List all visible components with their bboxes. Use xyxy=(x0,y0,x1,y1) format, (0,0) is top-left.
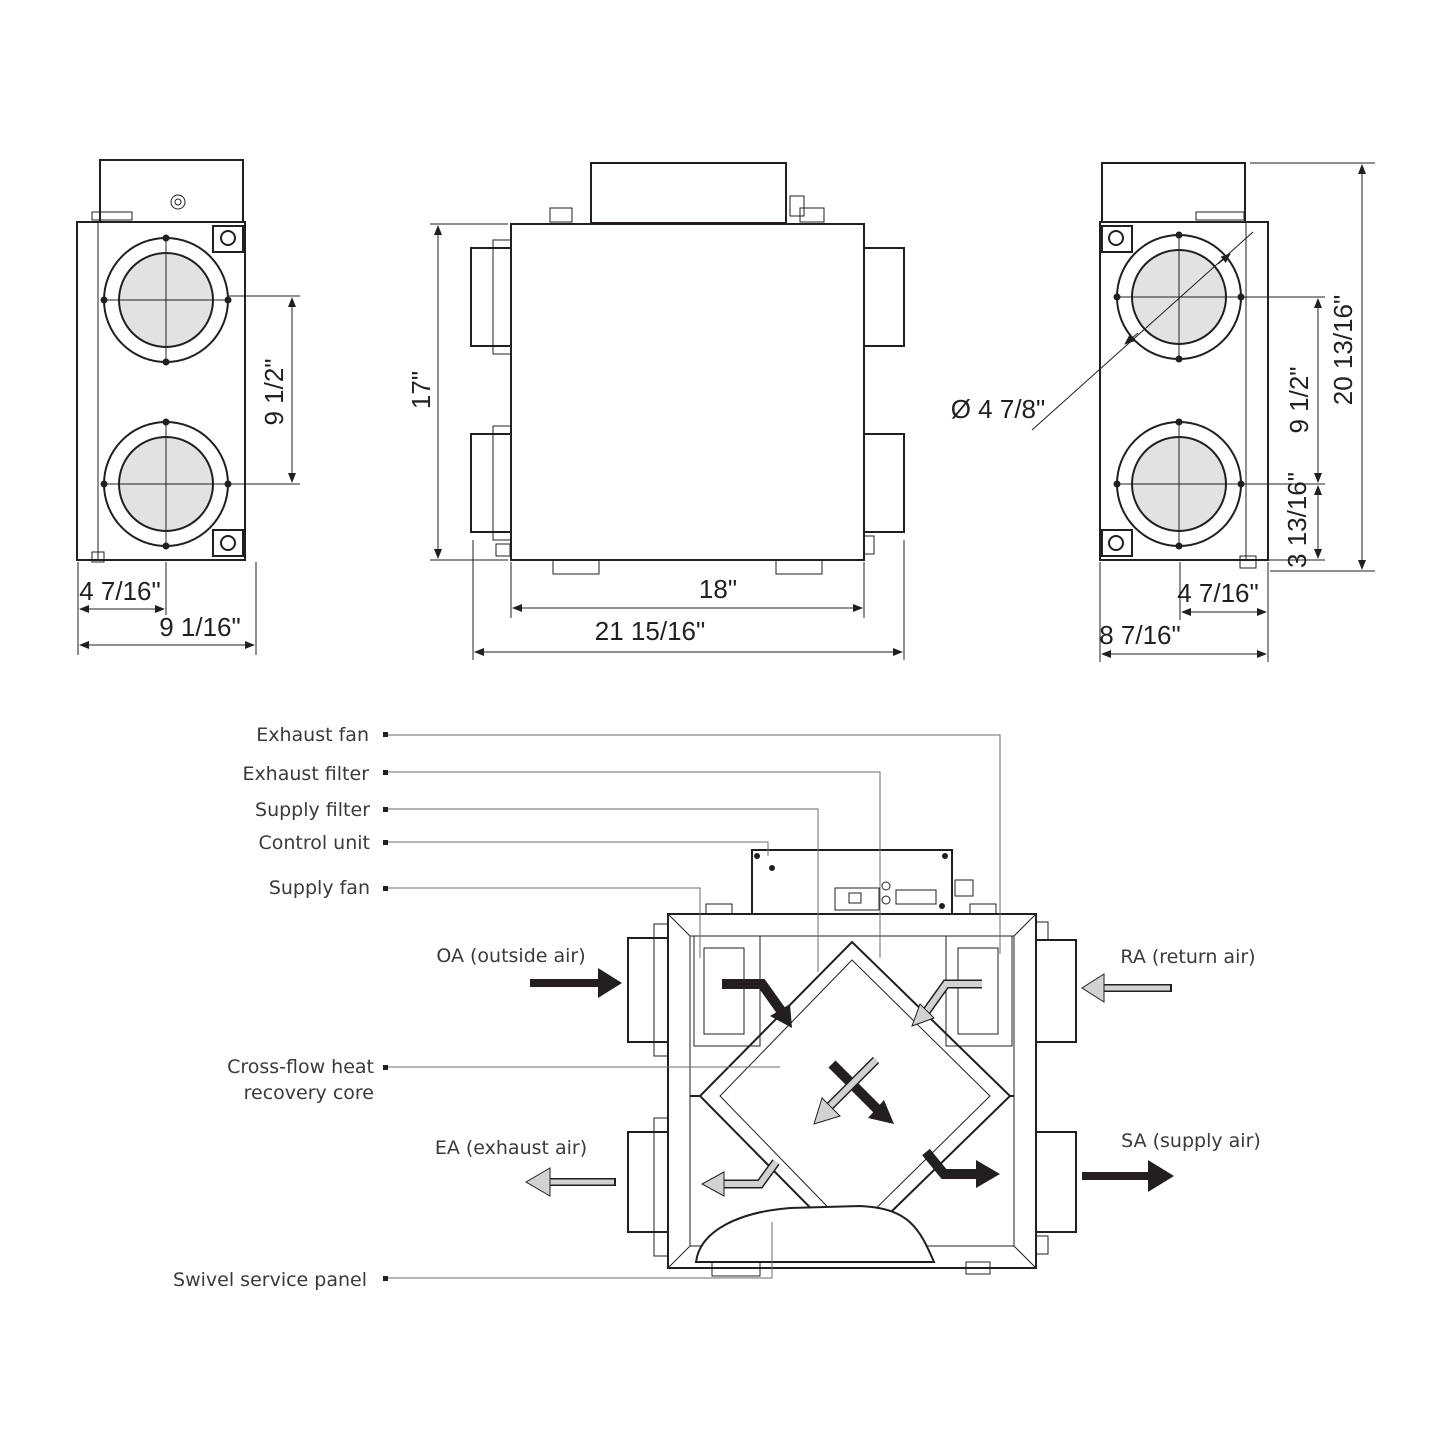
front-height-dimension: 17" xyxy=(406,371,436,409)
front-body-width-dimension: 18" xyxy=(699,574,737,604)
right-port-spacing-dimension: 9 1/2" xyxy=(1284,366,1314,433)
supply-fan-label: Supply fan xyxy=(269,877,370,899)
callout-leaders xyxy=(383,732,1001,1281)
service-panel-label: Swivel service panel xyxy=(173,1269,367,1291)
outside-air-label: OA (outside air) xyxy=(436,945,585,967)
supply-air-label: SA (supply air) xyxy=(1121,1130,1261,1152)
supply-filter-label: Supply filter xyxy=(255,799,370,821)
return-air-label: RA (return air) xyxy=(1120,946,1255,968)
right-total-width-dimension: 8 7/16" xyxy=(1099,620,1181,650)
right-total-height-dimension: 20 13/16" xyxy=(1328,295,1358,405)
right-port-offset-dimension: 4 7/16" xyxy=(1177,578,1259,608)
front-view xyxy=(430,162,905,660)
cutaway-unit xyxy=(525,849,1174,1277)
left-port-spacing-dimension: 9 1/2" xyxy=(259,358,289,425)
exhaust-filter-label: Exhaust filter xyxy=(242,763,369,785)
core-label-line2: recovery core xyxy=(244,1082,374,1104)
exhaust-fan-label: Exhaust fan xyxy=(256,724,369,746)
left-side-view xyxy=(76,159,300,655)
core-label-line1: Cross-flow heat xyxy=(227,1056,374,1078)
left-total-width-dimension: 9 1/16" xyxy=(159,612,241,642)
port-diameter-dimension: Ø 4 7/8" xyxy=(951,394,1046,424)
left-port-offset-dimension: 4 7/16" xyxy=(79,576,161,606)
right-side-view xyxy=(1031,162,1375,662)
exhaust-air-label: EA (exhaust air) xyxy=(435,1137,587,1159)
front-total-width-dimension: 21 15/16" xyxy=(595,616,705,646)
right-bottom-offset-dimension: 3 13/16" xyxy=(1282,472,1312,568)
control-unit-label: Control unit xyxy=(258,832,370,854)
